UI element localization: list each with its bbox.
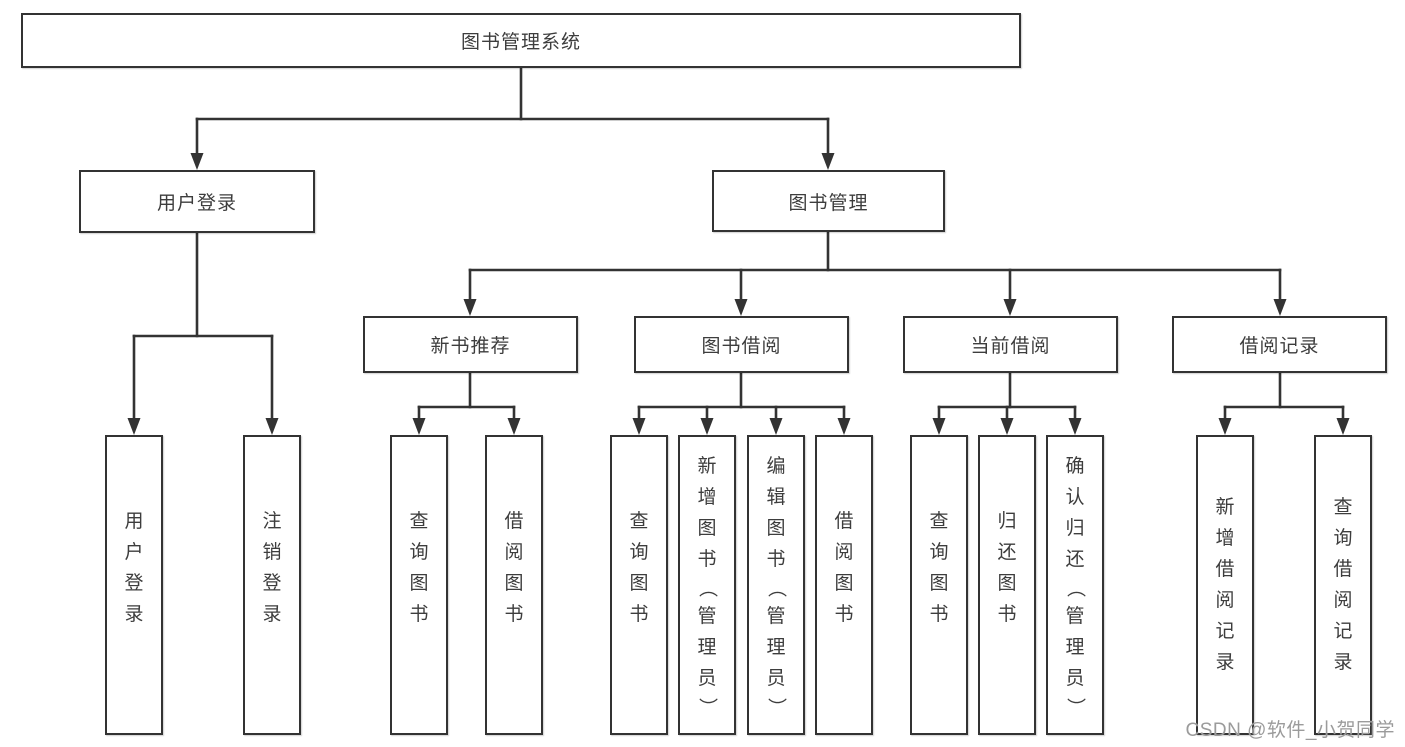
node-new-book-recommend: 新书推荐	[363, 316, 578, 373]
node-user-login-label: 用户登录	[156, 193, 237, 214]
csdn-watermark: CSDN @软件_小贺同学	[1185, 720, 1395, 741]
leaf-user-login-label: 用户登录	[124, 511, 144, 625]
node-book-management: 图书管理	[712, 170, 945, 232]
node-root-label: 图书管理系统	[460, 32, 581, 53]
leaf-current-query-books: 查询图书	[910, 435, 968, 735]
node-borrowing-records: 借阅记录	[1172, 316, 1387, 373]
leaf-borrow-edit-books-admin: 编辑图书（管理员）	[747, 435, 805, 735]
leaf-user-login: 用户登录	[105, 435, 163, 735]
leaf-current-return-books-label: 归还图书	[997, 511, 1017, 625]
leaf-recommend-borrow-books: 借阅图书	[485, 435, 543, 735]
node-book-borrowing: 图书借阅	[634, 316, 849, 373]
leaf-borrow-borrow-books-label: 借阅图书	[834, 511, 854, 625]
leaf-records-add-record-label: 新增借阅记录	[1215, 497, 1235, 673]
leaf-current-return-books: 归还图书	[978, 435, 1036, 735]
leaf-current-query-books-label: 查询图书	[929, 511, 949, 625]
leaf-logout-login-label: 注销登录	[262, 511, 282, 625]
leaf-records-add-record: 新增借阅记录	[1196, 435, 1254, 735]
leaf-current-confirm-return-admin: 确认归还（管理员）	[1046, 435, 1104, 735]
leaf-borrow-query-books: 查询图书	[610, 435, 668, 735]
node-borrowing-records-label: 借阅记录	[1239, 336, 1320, 357]
leaf-borrow-edit-books-admin-label: 编辑图书（管理员）	[765, 455, 787, 717]
node-user-login: 用户登录	[79, 170, 315, 233]
leaf-recommend-borrow-books-label: 借阅图书	[504, 511, 524, 625]
leaf-borrow-query-books-label: 查询图书	[629, 511, 649, 625]
node-current-borrowing: 当前借阅	[903, 316, 1118, 373]
node-current-borrowing-label: 当前借阅	[970, 336, 1051, 357]
node-root: 图书管理系统	[21, 13, 1021, 68]
leaf-records-query-record-label: 查询借阅记录	[1333, 497, 1353, 673]
leaf-current-confirm-return-admin-label: 确认归还（管理员）	[1064, 455, 1086, 717]
leaf-logout-login: 注销登录	[243, 435, 301, 735]
node-book-management-label: 图书管理	[788, 192, 869, 214]
leaf-borrow-add-books-admin: 新增图书（管理员）	[678, 435, 736, 735]
node-book-borrowing-label: 图书借阅	[701, 336, 782, 357]
leaf-recommend-query-books-label: 查询图书	[409, 511, 429, 625]
leaf-borrow-add-books-admin-label: 新增图书（管理员）	[696, 455, 718, 717]
leaf-borrow-borrow-books: 借阅图书	[815, 435, 873, 735]
leaf-recommend-query-books: 查询图书	[390, 435, 448, 735]
leaf-records-query-record: 查询借阅记录	[1314, 435, 1372, 735]
node-new-book-recommend-label: 新书推荐	[430, 336, 511, 357]
